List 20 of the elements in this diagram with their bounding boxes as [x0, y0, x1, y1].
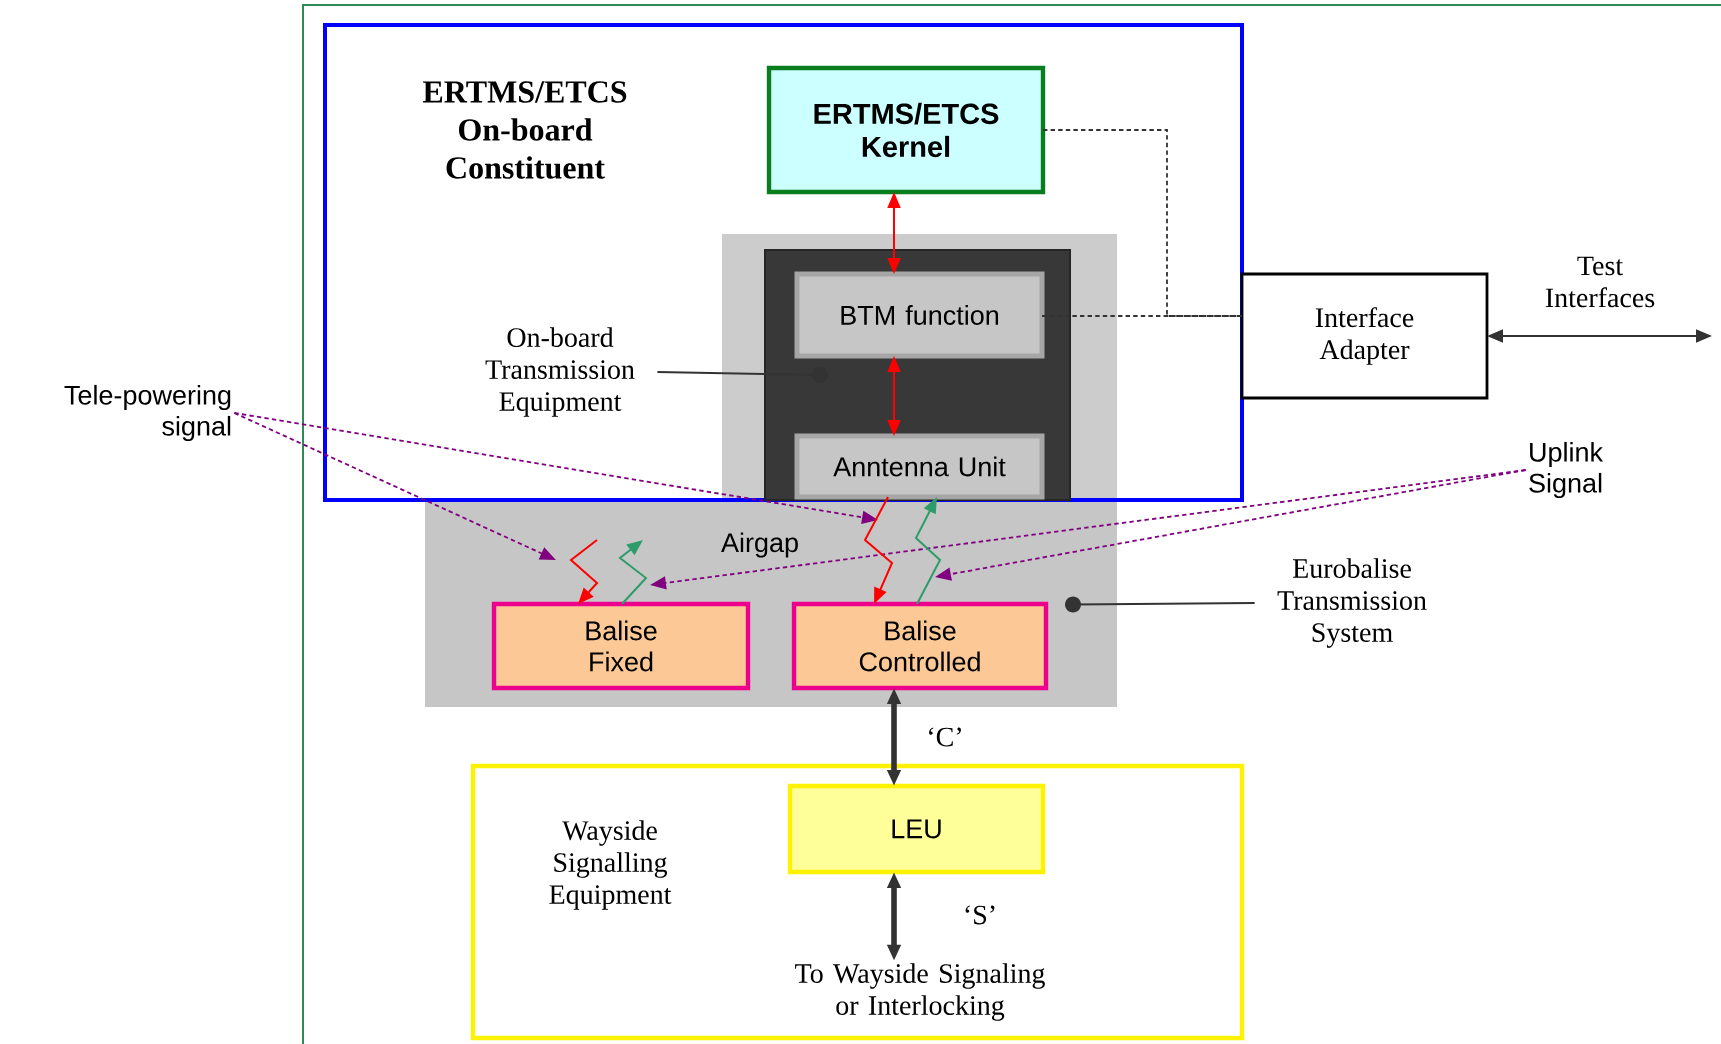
signal-arrow	[569, 539, 599, 604]
connector-line	[1041, 315, 1243, 317]
signal-label: Uplink Signal	[1529, 441, 1604, 499]
destination-label: To Wayside Signaling or Interlocking	[795, 963, 1045, 1021]
adapter-box: Interface Adapter	[1240, 272, 1489, 400]
edge-label: ‘C’	[929, 727, 961, 747]
balise-box: Balise Fixed	[491, 601, 751, 691]
signal-arrow	[618, 540, 648, 605]
function-box: BTM function	[794, 271, 1045, 359]
edge-label: Test Interfaces	[1545, 256, 1655, 308]
system-label: Eurobalise Transmission System	[1277, 558, 1427, 648]
edge-label: ‘S’	[965, 905, 995, 925]
leu-box: LEU	[787, 783, 1046, 875]
component-label: On-board Transmission Equipment	[485, 327, 635, 417]
signal-label: Tele-powering signal	[64, 384, 231, 442]
connector-line	[1042, 129, 1243, 317]
leader-line	[1065, 596, 1256, 613]
antenna-box: Anntenna Unit	[794, 433, 1045, 500]
kernel-box: ERTMS/ETCS Kernel	[766, 65, 1046, 195]
balise-box: Balise Controlled	[791, 601, 1049, 691]
